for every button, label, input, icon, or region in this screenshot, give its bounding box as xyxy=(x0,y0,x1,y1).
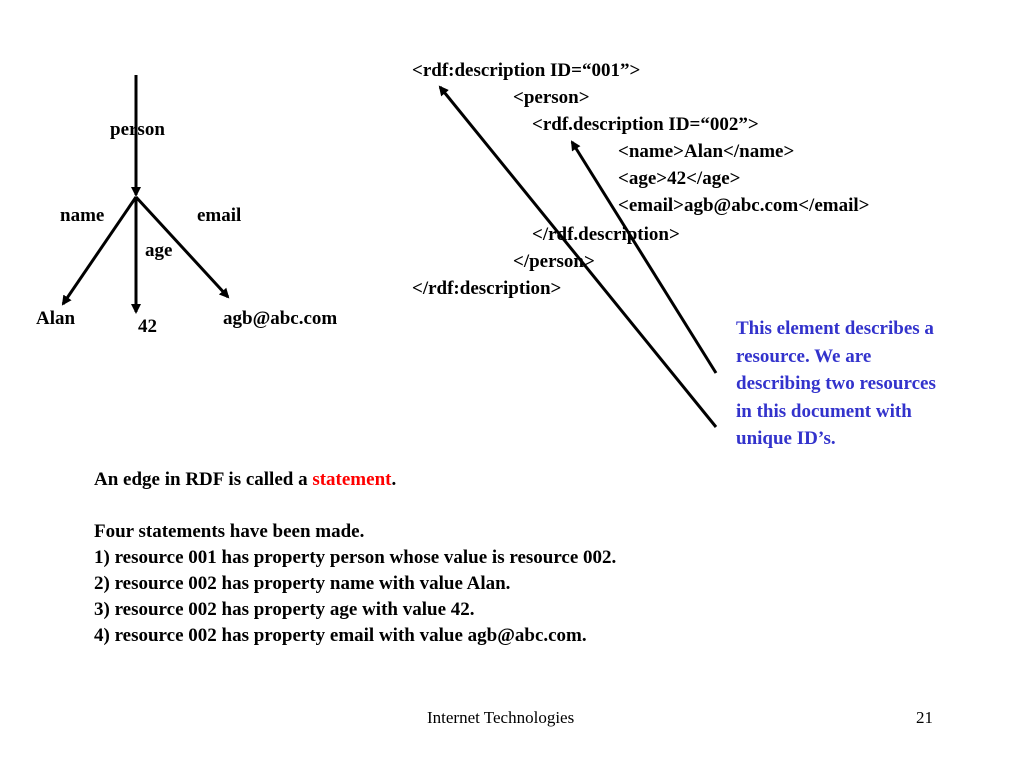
statement-item: 1) resource 001 has property person whos… xyxy=(94,547,617,568)
page-number: 21 xyxy=(916,708,933,727)
code-line: <name>Alan</name> xyxy=(618,141,795,162)
code-line: <rdf:description ID=“001”> xyxy=(412,60,641,81)
intro-suffix: . xyxy=(391,469,397,490)
code-line: <rdf.description ID=“002”> xyxy=(532,114,759,135)
label-age: age xyxy=(145,240,173,261)
statement-item: 3) resource 002 has property age with va… xyxy=(94,599,475,620)
note-line: describing two resources xyxy=(736,373,936,394)
statements-text: An edge in RDF is called a statement. Fo… xyxy=(94,467,616,649)
intro-line: An edge in RDF is called a statement. xyxy=(94,467,616,493)
email-edge-arrow xyxy=(134,195,230,299)
code-line: <person> xyxy=(513,87,590,108)
code-line: <email>agb@abc.com</email> xyxy=(618,195,870,216)
footer-course-title: Internet Technologies xyxy=(427,708,575,727)
intro-prefix: An edge in RDF is called a xyxy=(94,469,313,490)
note-line: in this document with xyxy=(736,400,912,422)
node-alan: Alan xyxy=(36,308,76,329)
summary-line: Four statements have been made. xyxy=(94,521,365,542)
node-42: 42 xyxy=(138,316,157,337)
note-line: unique ID’s. xyxy=(736,428,836,449)
statement-highlight: statement xyxy=(312,469,392,490)
code-line: </rdf:description> xyxy=(412,278,562,299)
code-line: </person> xyxy=(513,251,595,272)
label-person: person xyxy=(110,119,165,140)
note-line: resource. We are xyxy=(736,345,872,367)
label-name: name xyxy=(60,205,105,226)
code-line: </rdf.description> xyxy=(532,224,680,245)
statement-item: 4) resource 002 has property email with … xyxy=(94,625,587,646)
explanatory-note: This element describes a resource. We ar… xyxy=(736,315,996,453)
blank-line xyxy=(94,493,616,519)
name-edge-arrow xyxy=(61,196,138,306)
pointer-arrow-001 xyxy=(438,85,718,428)
code-line: <age>42</age> xyxy=(618,168,741,189)
pointer-arrow-002 xyxy=(570,140,718,374)
label-email: email xyxy=(197,205,242,226)
note-line: This element describes a xyxy=(736,318,934,339)
node-email-value: agb@abc.com xyxy=(223,308,338,329)
statement-item: 2) resource 002 has property name with v… xyxy=(94,573,511,594)
